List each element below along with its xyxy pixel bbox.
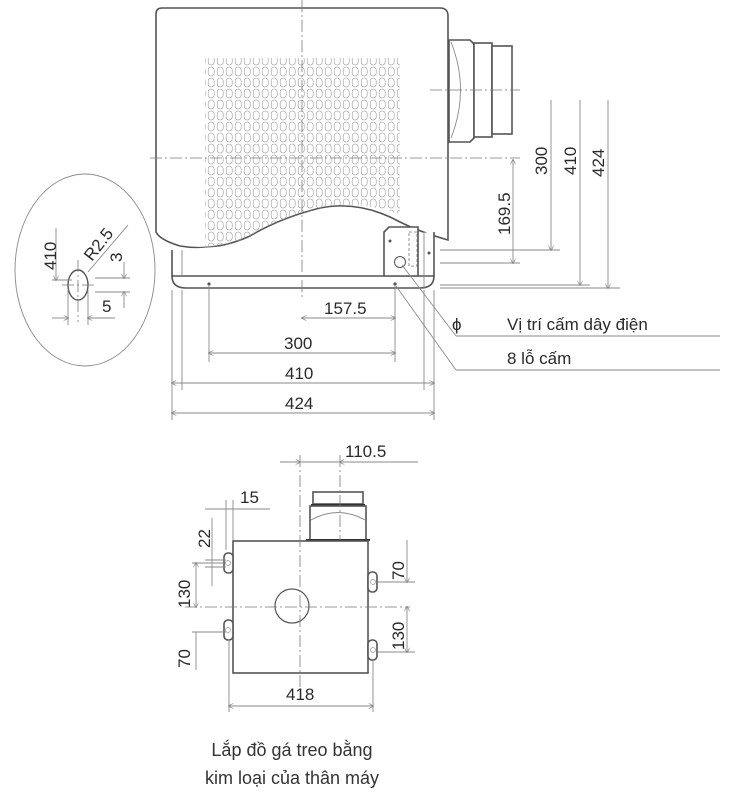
grille-pattern bbox=[205, 58, 400, 249]
dim-v-424: 424 bbox=[589, 149, 608, 177]
detail-view: 410 R2.5 3 5 bbox=[14, 173, 156, 367]
dim-right-70: 70 bbox=[389, 561, 408, 580]
dim-h-300: 300 bbox=[284, 334, 312, 353]
dim-h-410: 410 bbox=[285, 364, 313, 383]
callout-holes: 8 lỗ cấm bbox=[507, 349, 571, 368]
caption-line-2: kim loại của thân máy bbox=[205, 768, 379, 788]
dim-110-5: 110.5 bbox=[345, 442, 386, 461]
detail-dim-5: 5 bbox=[102, 297, 111, 316]
detail-dim-3: 3 bbox=[107, 253, 126, 262]
mount-hole bbox=[207, 282, 211, 286]
dim-right-130: 130 bbox=[389, 622, 408, 650]
dim-v-300: 300 bbox=[532, 147, 551, 175]
terminal-bracket bbox=[383, 226, 431, 277]
power-entry-hole bbox=[394, 256, 406, 268]
detail-dim-410: 410 bbox=[41, 242, 60, 270]
dim-left-70: 70 bbox=[175, 649, 194, 668]
phi-symbol: ϕ bbox=[452, 315, 462, 334]
side-view: 169.5 300 410 424 157.5 300 410 424 ϕ Vị… bbox=[150, 0, 720, 420]
dim-h-157-5: 157.5 bbox=[324, 299, 367, 318]
detail-outline bbox=[14, 173, 156, 367]
dim-h-424: 424 bbox=[285, 394, 313, 413]
dim-left-130: 130 bbox=[175, 580, 194, 608]
dim-v-410: 410 bbox=[561, 147, 580, 175]
callout-power-position: Vị trí cấm dây điện bbox=[507, 315, 648, 334]
dim-418: 418 bbox=[286, 685, 314, 704]
mount-hole bbox=[393, 282, 397, 286]
caption-line-1: Lắp đồ gá treo bằng bbox=[211, 739, 372, 760]
top-view: 110.5 15 22 130 70 70 130 418 bbox=[175, 442, 418, 712]
duct-collar bbox=[448, 39, 513, 143]
top-center-hole bbox=[274, 588, 310, 624]
dim-15: 15 bbox=[240, 488, 259, 507]
dim-169-5: 169.5 bbox=[495, 192, 514, 235]
top-duct bbox=[309, 491, 367, 541]
dim-22: 22 bbox=[195, 529, 214, 548]
caption: Lắp đồ gá treo bằng kim loại của thân má… bbox=[205, 739, 379, 788]
